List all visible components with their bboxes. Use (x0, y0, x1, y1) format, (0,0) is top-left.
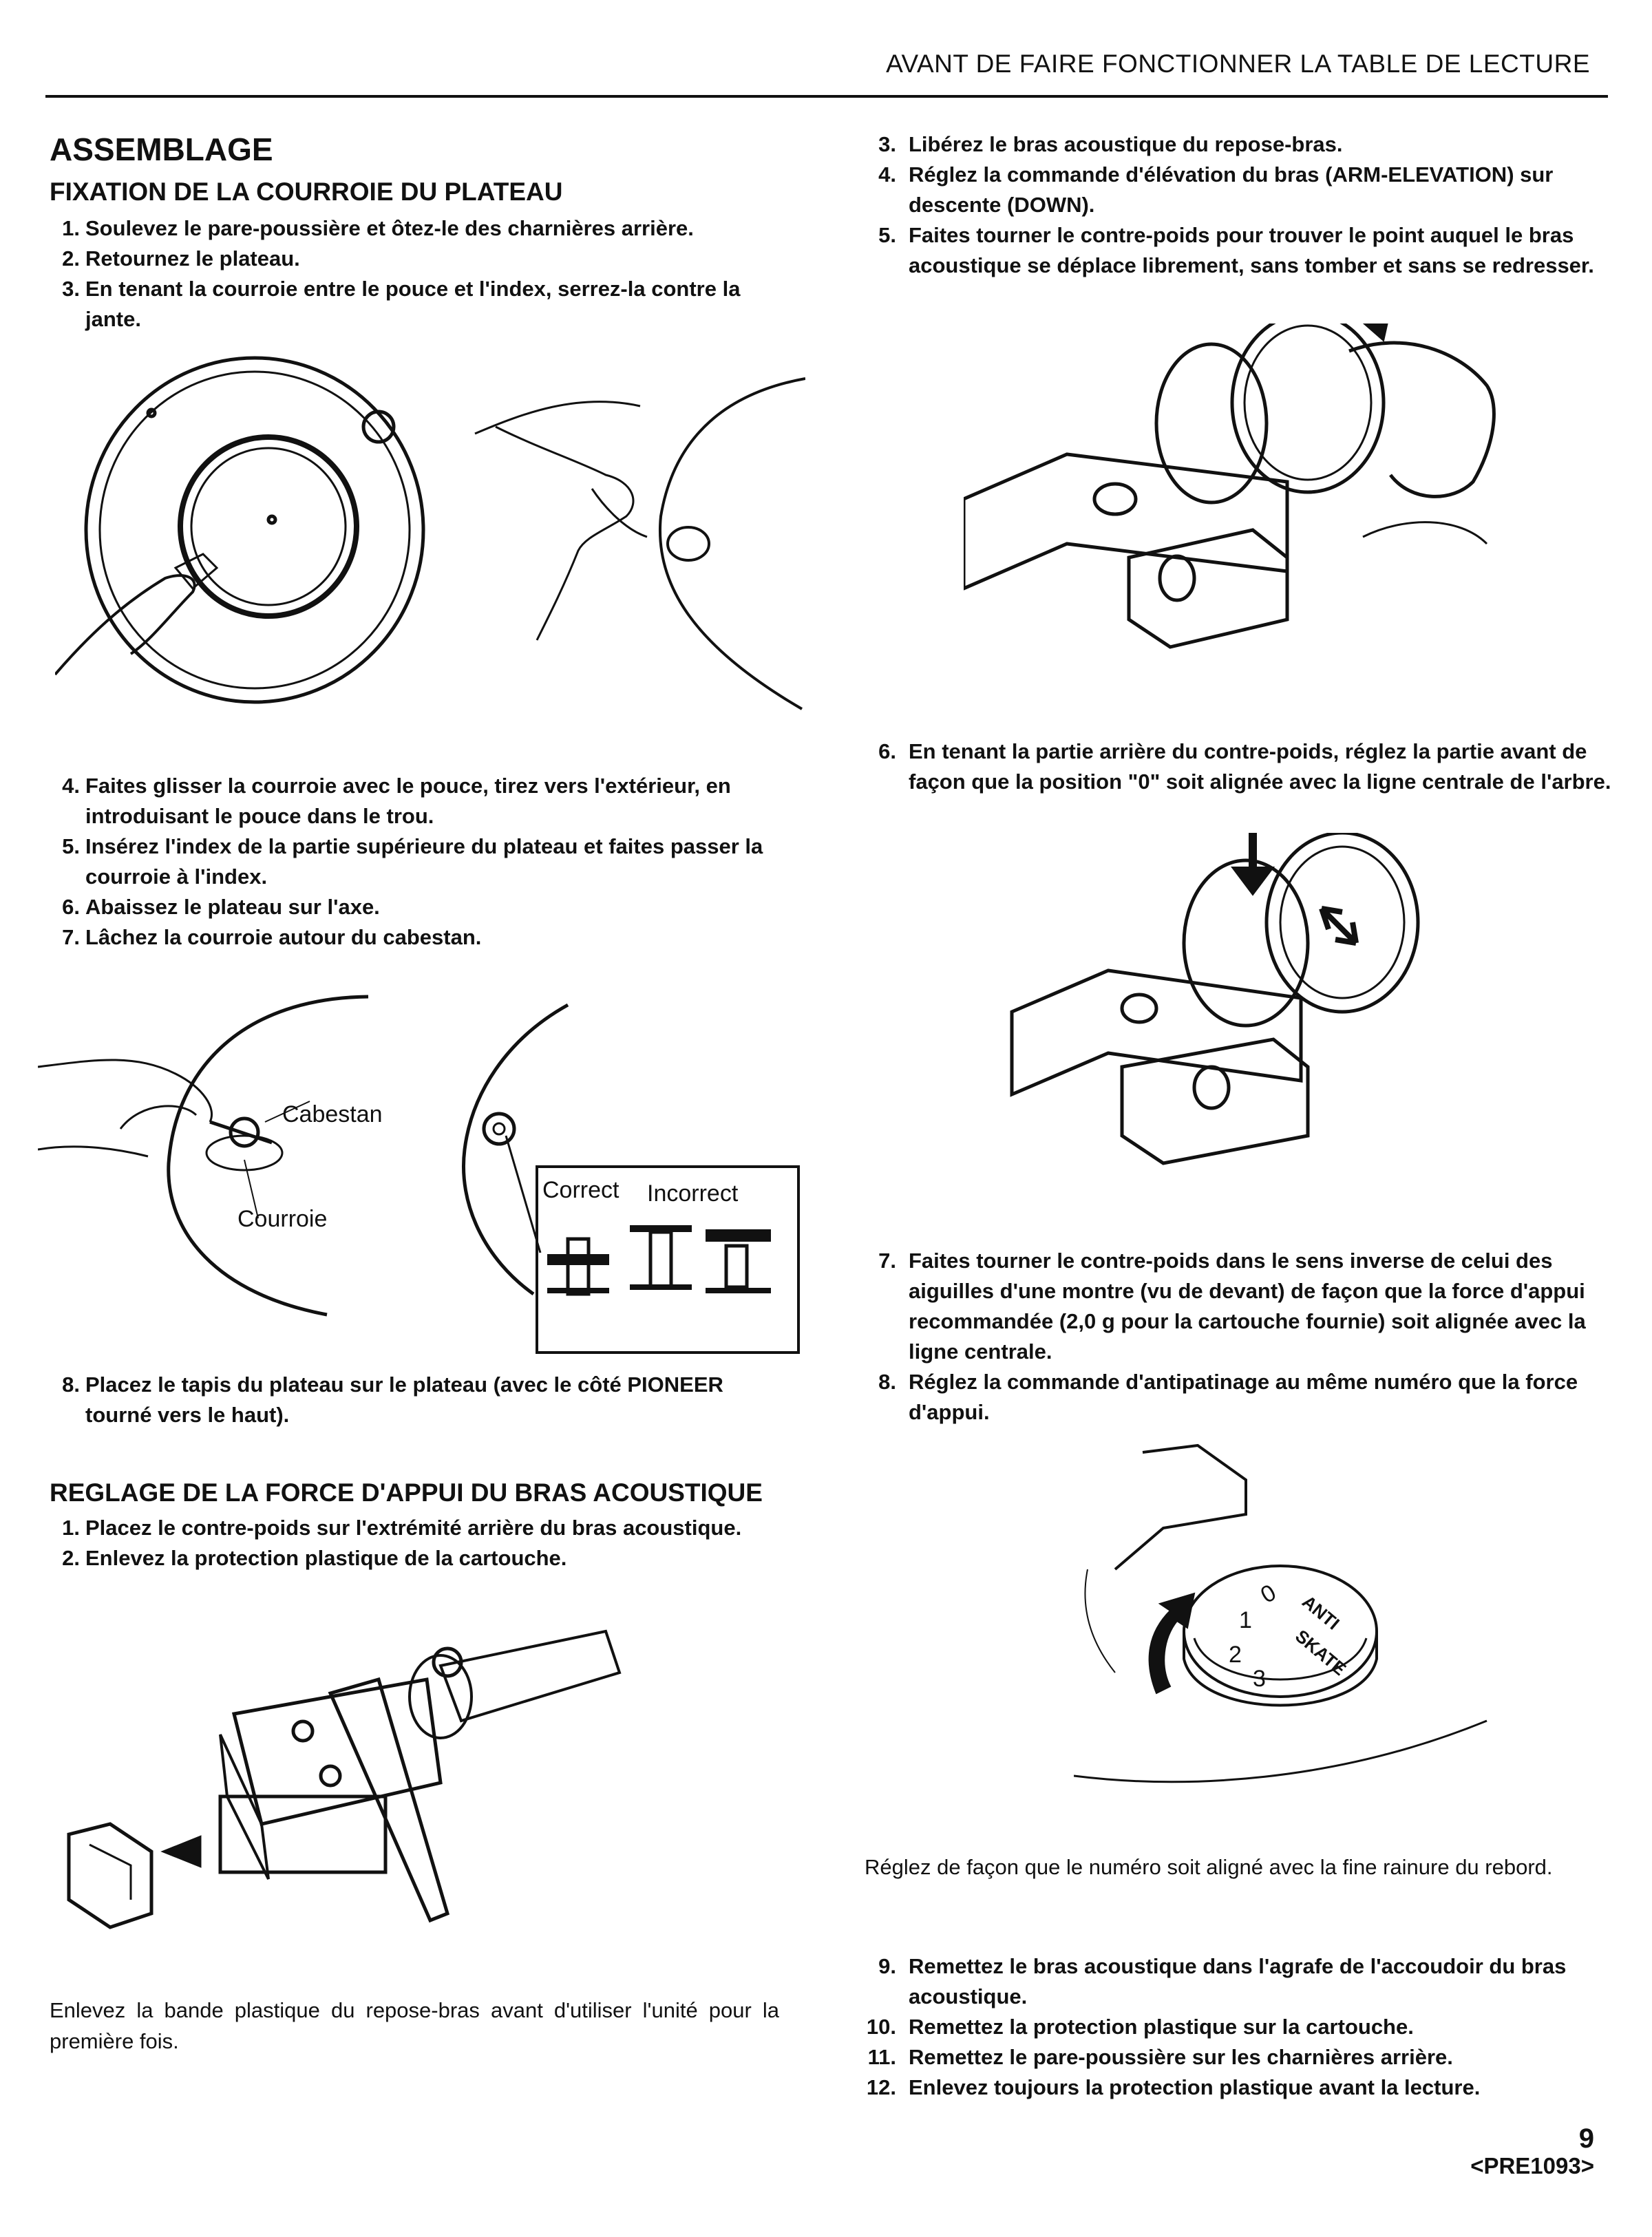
counterweight-figure-1 (964, 324, 1556, 695)
list-item: 5.Faites tourner le contre-poids pour tr… (878, 223, 1594, 277)
list-item: 10.Remettez la protection plastique sur … (866, 2015, 1414, 2039)
steps-list-8: 8.Placez le tapis du plateau sur le plat… (50, 1370, 779, 1430)
steps-4-7: 4.Faites glisser la courroie avec le pou… (50, 771, 779, 953)
list-item: 7.Faites tourner le contre-poids dans le… (878, 1249, 1586, 1364)
counterweight-figure-2 (998, 833, 1480, 1205)
steps-list-7-8: 7.Faites tourner le contre-poids dans le… (865, 1246, 1615, 1428)
right-step-6: 6.En tenant la partie arrière du contre-… (865, 736, 1615, 797)
list-item: 11.Remettez le pare-poussière sur les ch… (867, 2045, 1453, 2069)
page-header: AVANT DE FAIRE FONCTIONNER LA TABLE DE L… (886, 50, 1590, 78)
dial-3: 3 (1253, 1666, 1266, 1692)
list-item: 1.Soulevez le pare-poussière et ôtez-le … (62, 216, 694, 240)
cartridge-figure (55, 1624, 647, 1969)
document-code: <PRE1093> (1470, 2153, 1594, 2178)
list-item: 1.Placez le contre-poids sur l'extrémité… (62, 1516, 742, 1540)
tracking-section: REGLAGE DE LA FORCE D'APPUI DU BRAS ACOU… (50, 1478, 779, 1573)
tracking-note-block: Enlevez la bande plastique du repose-bra… (50, 1995, 779, 2057)
dial-0: 0 (1256, 1580, 1280, 1609)
page-number: 9 (1578, 2123, 1594, 2154)
assembly-section: ASSEMBLAGE FIXATION DE LA COURROIE DU PL… (50, 131, 779, 335)
anti-skate-figure: 0 1 2 3 ANTI SKATE (1074, 1432, 1514, 1817)
list-item: 4.Faites glisser la courroie avec le pou… (62, 774, 731, 828)
list-item: 3.En tenant la courroie entre le pouce e… (62, 277, 741, 331)
steps-list-6: 6.En tenant la partie arrière du contre-… (865, 736, 1615, 797)
incorrect-label: Incorrect (647, 1180, 739, 1207)
tracking-title: REGLAGE DE LA FORCE D'APPUI DU BRAS ACOU… (50, 1478, 763, 1507)
anti-skate-note: Réglez de façon que le numéro soit align… (865, 1855, 1553, 1879)
correct-label: Correct (542, 1177, 620, 1203)
dial-skate: SKATE (1291, 1626, 1350, 1679)
right-steps-3-5: 3.Libérez le bras acoustique du repose-b… (865, 129, 1615, 281)
list-item: 6.Abaissez le plateau sur l'axe. (62, 895, 380, 919)
steps-list-tracking: 1.Placez le contre-poids sur l'extrémité… (50, 1513, 779, 1573)
steps-list-3-5: 3.Libérez le bras acoustique du repose-b… (865, 129, 1615, 281)
step-8: 8.Placez le tapis du plateau sur le plat… (50, 1370, 779, 1430)
list-item: 3.Libérez le bras acoustique du repose-b… (878, 132, 1343, 156)
anti-skate-note-block: Réglez de façon que le numéro soit align… (865, 1852, 1615, 1883)
steps-list-4-7: 4.Faites glisser la courroie avec le pou… (50, 771, 779, 953)
steps-list-9-12: 9.Remettez le bras acoustique dans l'agr… (865, 1951, 1615, 2103)
list-item: 8.Réglez la commande d'antipatinage au m… (878, 1370, 1578, 1424)
courroie-label: Courroie (237, 1206, 327, 1232)
right-steps-9-12: 9.Remettez le bras acoustique dans l'agr… (865, 1951, 1615, 2103)
cabestan-label: Cabestan (282, 1101, 383, 1127)
list-item: 6.En tenant la partie arrière du contre-… (878, 739, 1611, 794)
header-rule (45, 95, 1608, 98)
tracking-note: Enlevez la bande plastique du repose-bra… (50, 1998, 779, 2053)
platter-belt-figure (55, 351, 805, 736)
list-item: 8.Placez le tapis du plateau sur le plat… (62, 1372, 723, 1427)
list-item: 9.Remettez le bras acoustique dans l'agr… (878, 1954, 1567, 2008)
list-item: 2.Retournez le plateau. (62, 246, 300, 271)
capstan-figure: Cabestan Courroie Correct Incorrect (38, 984, 802, 1356)
belt-subtitle: FIXATION DE LA COURROIE DU PLATEAU (50, 178, 563, 206)
list-item: 2.Enlevez la protection plastique de la … (62, 1546, 567, 1570)
list-item: 12.Enlevez toujours la protection plasti… (866, 2075, 1481, 2099)
list-item: 5.Insérez l'index de la partie supérieur… (62, 834, 763, 889)
dial-1: 1 (1239, 1607, 1252, 1633)
dial-2: 2 (1229, 1642, 1242, 1668)
list-item: 4.Réglez la commande d'élévation du bras… (878, 162, 1554, 217)
right-steps-7-8: 7.Faites tourner le contre-poids dans le… (865, 1246, 1615, 1428)
list-item: 7.Lâchez la courroie autour du cabestan. (62, 925, 482, 949)
steps-list-1-3: 1.Soulevez le pare-poussière et ôtez-le … (50, 213, 779, 335)
assembly-title: ASSEMBLAGE (50, 131, 273, 167)
